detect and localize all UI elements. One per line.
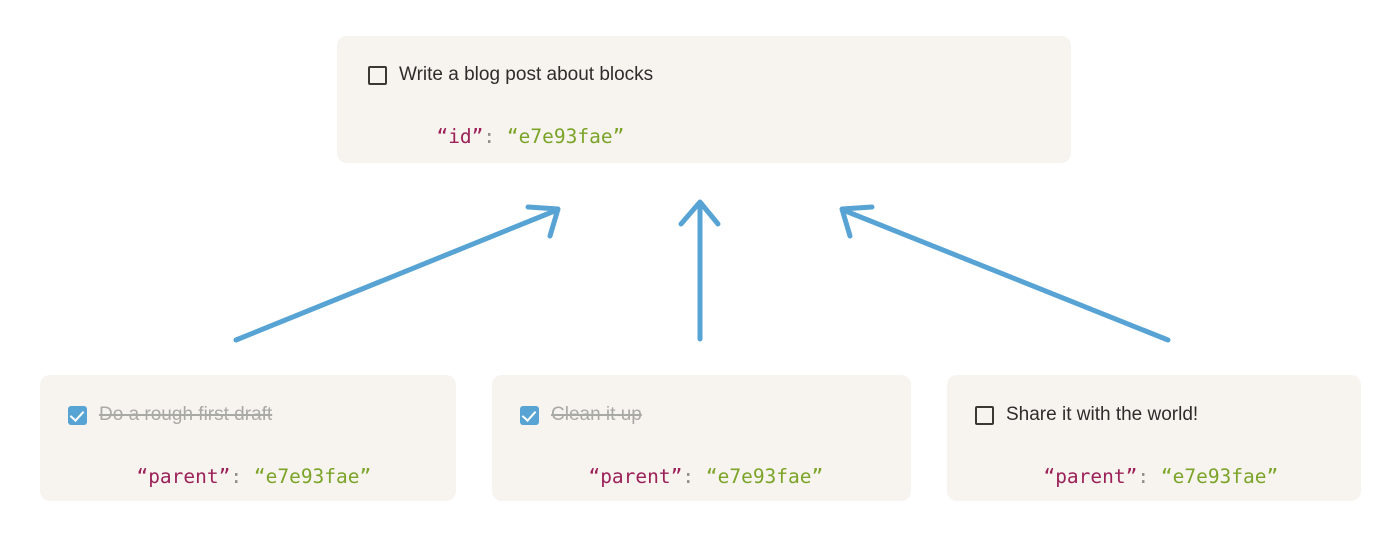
child-1-code-key: “parent”: [136, 465, 231, 488]
parent-todo-label: Write a blog post about blocks: [399, 64, 654, 85]
child-2-code-separator: :: [682, 465, 706, 488]
child-2-code-line: “parent”: “e7e93fae”: [518, 444, 823, 510]
child-2-code-value: “e7e93fae”: [705, 465, 824, 488]
checkbox-checked-icon[interactable]: [68, 405, 87, 425]
child-3-code-line: “parent”: “e7e93fae”: [973, 444, 1278, 510]
child-card-2[interactable]: Clean it up “parent”: “e7e93fae”: [492, 375, 911, 501]
parent-code-value: “e7e93fae”: [506, 125, 625, 148]
child-2-code-key: “parent”: [588, 465, 683, 488]
child-1-code-line: “parent”: “e7e93fae”: [66, 444, 371, 510]
child-2-todo-row[interactable]: Clean it up: [520, 405, 642, 425]
parent-code-line: “id”: “e7e93fae”: [366, 104, 624, 170]
child-3-code-value: “e7e93fae”: [1160, 465, 1279, 488]
checkbox-empty-icon[interactable]: [368, 65, 387, 85]
parent-card[interactable]: Write a blog post about blocks “id”: “e7…: [337, 36, 1071, 163]
child-3-todo-label: Share it with the world!: [1006, 404, 1199, 425]
child-3-code-separator: :: [1137, 465, 1161, 488]
child-3-code-key: “parent”: [1043, 465, 1138, 488]
child-1-todo-label: Do a rough first draft: [99, 404, 273, 425]
child-1-todo-row[interactable]: Do a rough first draft: [68, 405, 272, 425]
child-card-3[interactable]: Share it with the world! “parent”: “e7e9…: [947, 375, 1361, 501]
child-1-code-value: “e7e93fae”: [253, 465, 372, 488]
arrow-child-3-to-parent: [839, 204, 1171, 343]
child-3-todo-row[interactable]: Share it with the world!: [975, 405, 1198, 425]
parent-todo-row[interactable]: Write a blog post about blocks: [368, 65, 653, 85]
parent-code-key: “id”: [436, 125, 484, 148]
arrow-child-2-to-parent: [678, 199, 721, 342]
checkbox-checked-icon[interactable]: [520, 405, 539, 425]
arrow-child-1-to-parent: [233, 204, 561, 343]
child-1-code-separator: :: [230, 465, 254, 488]
child-2-todo-label: Clean it up: [551, 404, 642, 425]
child-card-1[interactable]: Do a rough first draft “parent”: “e7e93f…: [40, 375, 456, 501]
parent-code-separator: :: [483, 125, 507, 148]
checkbox-empty-icon[interactable]: [975, 405, 994, 425]
